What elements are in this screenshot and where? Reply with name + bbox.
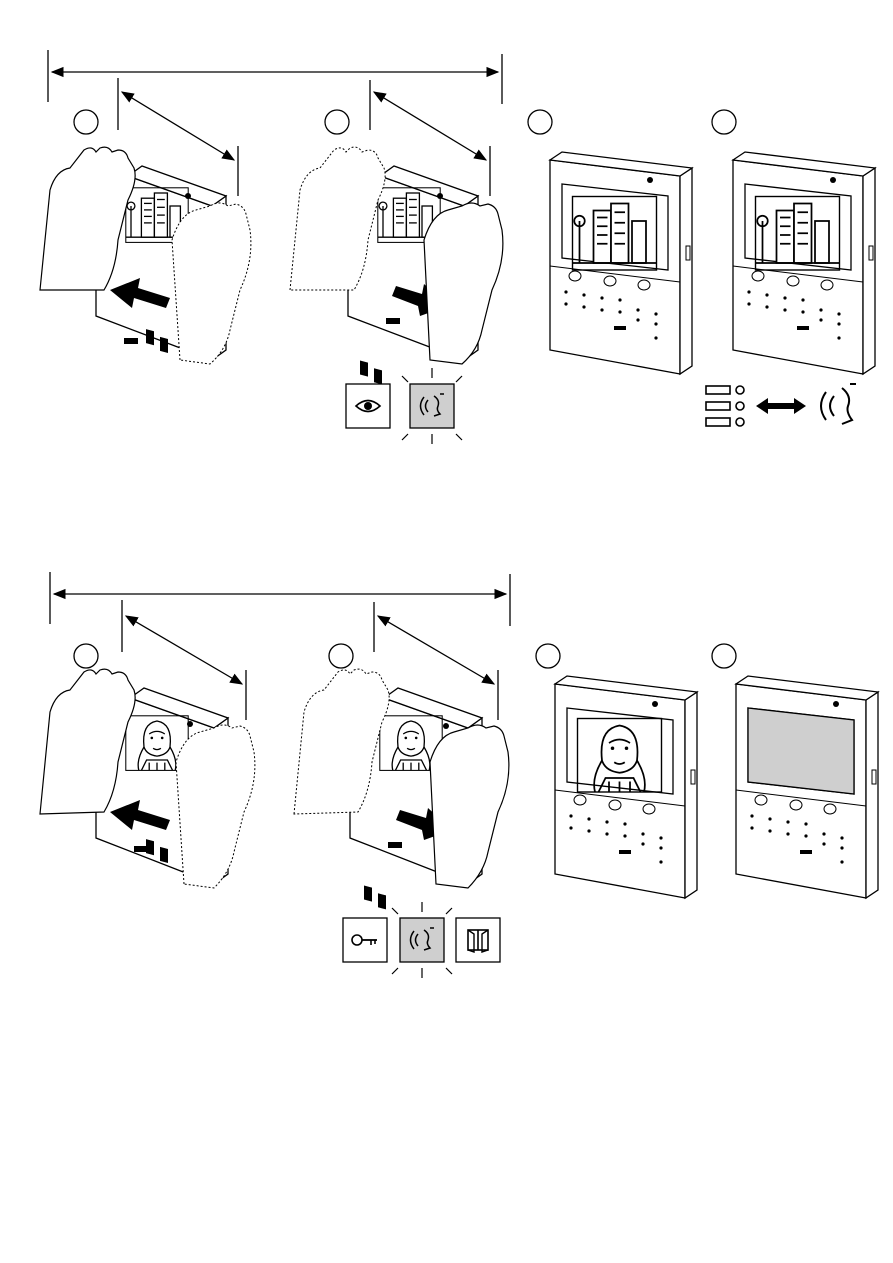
step-4-device-off bbox=[712, 644, 878, 898]
step-1-swipe-left bbox=[40, 78, 251, 364]
menu-list-icon bbox=[706, 386, 744, 426]
feedback-icons-top bbox=[346, 368, 462, 444]
section-bottom bbox=[40, 572, 878, 978]
step-number-circle bbox=[536, 644, 560, 668]
result-icons-top bbox=[706, 384, 856, 426]
step-number-circle bbox=[74, 644, 98, 668]
step-2-swipe-right bbox=[290, 80, 503, 384]
voice-icon-box-highlighted bbox=[410, 384, 454, 428]
voice-icon-box-highlighted bbox=[400, 918, 444, 962]
voice-icon bbox=[821, 384, 856, 424]
step-number-circle bbox=[712, 110, 736, 134]
feedback-icons-bottom bbox=[343, 902, 500, 978]
step-3-device bbox=[536, 644, 697, 898]
step-number-circle bbox=[528, 110, 552, 134]
step-4-device bbox=[712, 110, 875, 374]
step-number-circle bbox=[74, 110, 98, 134]
section-top bbox=[40, 50, 875, 444]
step-3-device bbox=[528, 110, 692, 374]
step-1-swipe-left bbox=[40, 600, 255, 888]
step-2-swipe-right bbox=[294, 602, 509, 909]
double-arrow-icon bbox=[756, 398, 806, 414]
step-number-circle bbox=[325, 110, 349, 134]
step-number-circle bbox=[712, 644, 736, 668]
step-number-circle bbox=[329, 644, 353, 668]
